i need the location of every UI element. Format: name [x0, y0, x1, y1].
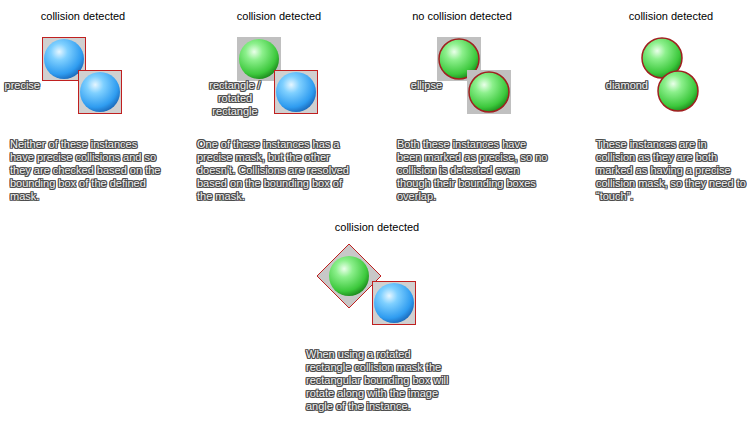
- mask-label: ellipse: [398, 79, 442, 92]
- ellipse-pair: [437, 37, 511, 114]
- description: When using a rotated rectangle collision…: [306, 348, 458, 413]
- rotated-rectangle-pair: [317, 244, 416, 325]
- precise-pair: [43, 38, 122, 114]
- description: One of these instances has a precise mas…: [197, 138, 349, 203]
- panel-title: collision detected: [596, 10, 746, 23]
- mask-label: diamond: [590, 79, 648, 92]
- panel-title: collision detected: [8, 10, 158, 23]
- mask-label: rectangle / rotated rectangle: [194, 79, 276, 118]
- panel-title: collision detected: [204, 10, 354, 23]
- panel-title: collision detected: [302, 221, 452, 234]
- description: Both these instances have been marked as…: [397, 138, 549, 203]
- description: These instances are in collision as they…: [596, 138, 748, 203]
- diamond-pair: [642, 38, 698, 111]
- mask-label: precise: [0, 79, 40, 92]
- description: Neither of these instances have precise …: [10, 138, 162, 203]
- panel-title: no collision detected: [387, 10, 537, 23]
